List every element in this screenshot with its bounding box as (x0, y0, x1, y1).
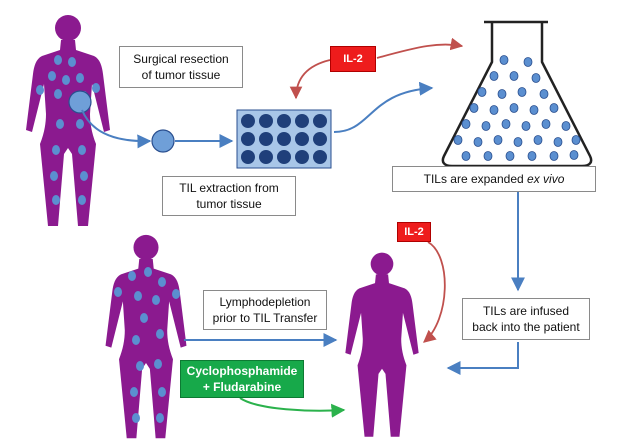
tumor-spots (114, 267, 180, 423)
il2-badge-top: IL-2 (330, 46, 376, 72)
tumor-cell-icon (151, 129, 175, 153)
human-figure-icon (345, 252, 419, 437)
tils-infused-label: TILs are infused back into the patient (462, 298, 590, 340)
il2-arrow-to-recipient (423, 241, 446, 343)
human-figure-icon (26, 15, 110, 226)
arrow-drug (239, 397, 346, 418)
il2-arrow-to-plate (289, 59, 331, 100)
til-extraction-label: TIL extraction from tumor tissue (162, 176, 296, 216)
flask-icon (441, 20, 593, 168)
tumor-cell-icon (68, 90, 92, 114)
surgical-resection-label: Surgical resection of tumor tissue (119, 46, 243, 88)
il2-arrow-to-flask (376, 37, 464, 59)
culture-plate-icon (236, 109, 332, 169)
tils-expanded-label: TILs are expanded ex vivo (392, 166, 596, 192)
il2-badge-right: IL-2 (397, 222, 431, 242)
arrow-to-flask (333, 81, 434, 133)
arrow-to-cell (81, 109, 152, 149)
arrow-to-recipient (446, 342, 519, 375)
patient-figure-bottom (105, 234, 187, 439)
human-figure-icon (105, 234, 187, 439)
lymphodepletion-label: Lymphodepletion prior to TIL Transfer (203, 290, 327, 330)
patient-figure-top (26, 15, 110, 226)
cyclophosphamide-fludarabine-badge: Cyclophosphamide + Fludarabine (180, 360, 304, 398)
